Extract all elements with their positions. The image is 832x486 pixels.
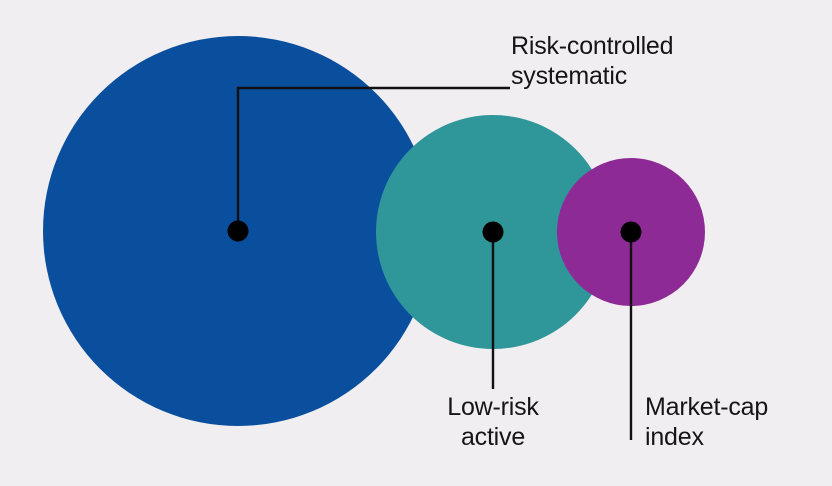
marker-dot-low-risk-active[interactable] [482, 221, 504, 243]
bubble-label-risk-controlled-systematic: Risk-controlled systematic [511, 32, 674, 90]
marker-dot-market-cap-index[interactable] [620, 221, 642, 243]
marker-dot-risk-controlled-systematic[interactable] [227, 220, 249, 242]
bubble-label-low-risk-active: Low-risk active [447, 393, 539, 451]
bubble-label-market-cap-index: Market-cap index [645, 393, 769, 451]
leader-line-risk-controlled-systematic [236, 86, 510, 232]
